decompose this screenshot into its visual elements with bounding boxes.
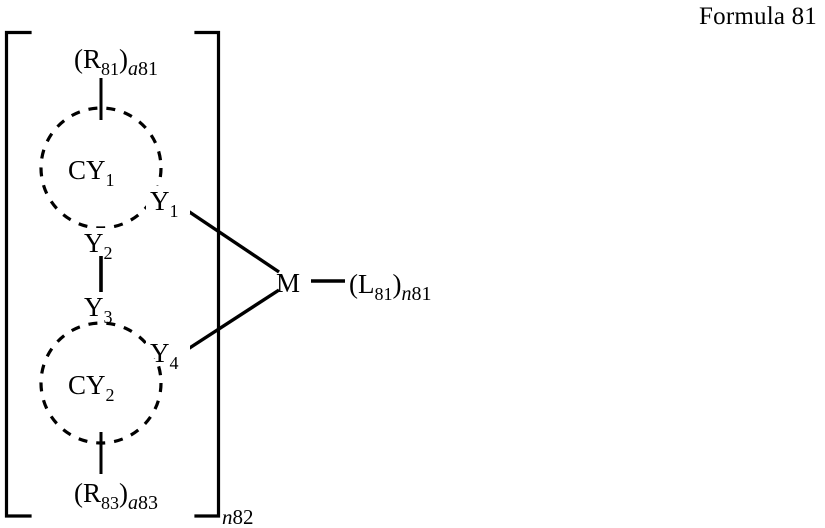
label-y3: Y3 xyxy=(84,292,113,327)
bracket-right xyxy=(194,30,221,518)
label-mask-y2 xyxy=(80,228,124,256)
label-mask-y1 xyxy=(146,186,190,214)
label-y4: Y4 xyxy=(150,338,179,373)
label-mask-y4 xyxy=(146,330,190,358)
label-y2: Y2 xyxy=(84,228,113,263)
label-y1: Y1 xyxy=(150,186,179,221)
label-ring-top: CY1 xyxy=(68,155,115,190)
label-bottom-substituent: (R83)a83 xyxy=(74,478,158,514)
bond-y4-metal xyxy=(187,288,280,351)
label-ligand: (L81)n81 xyxy=(349,269,431,305)
label-ring-bottom: CY2 xyxy=(68,370,115,405)
figure-title: Formula 81 xyxy=(699,3,817,30)
label-metal: M xyxy=(276,268,300,298)
bracket-left xyxy=(4,30,32,518)
bond-y1-metal xyxy=(187,209,280,274)
label-top-substituent: (R81)a81 xyxy=(74,44,158,80)
label-mask-y3 xyxy=(80,292,124,320)
bracket-subscript: n82 xyxy=(222,505,254,528)
